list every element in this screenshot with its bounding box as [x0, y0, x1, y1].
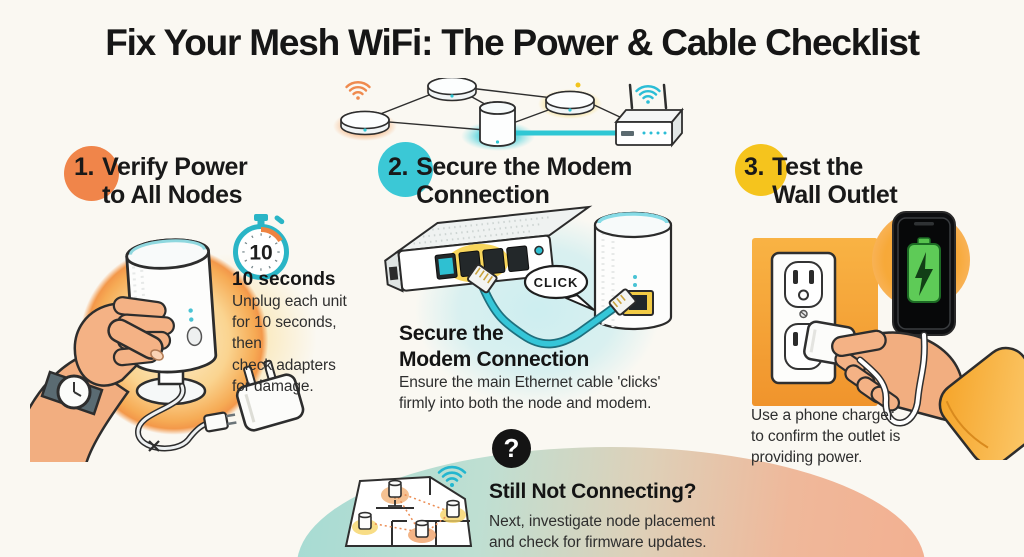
step2-body: Ensure the main Ethernet cable 'clicks' …	[399, 374, 661, 413]
step2-title: Secure the Modem Connection	[416, 153, 632, 210]
lightning-bolt-icon	[915, 252, 933, 296]
rj45-connector	[466, 263, 498, 294]
step2-number: 2.	[388, 153, 409, 181]
hand-holding-node-illustration	[30, 238, 305, 462]
question-mark-icon: ?	[492, 429, 531, 468]
power-adapter-icon	[235, 359, 305, 432]
signal-dot	[575, 82, 581, 88]
step1-number: 1.	[74, 153, 95, 181]
router-icon	[614, 83, 684, 148]
step1-header: 1. Verify Power to All Nodes	[74, 153, 248, 210]
wifi-icon	[437, 465, 467, 487]
ethernet-ports	[434, 245, 530, 280]
stopwatch-value: 10	[249, 242, 272, 265]
step2-caption: Secure the Modem Connection	[399, 322, 590, 372]
battery-icon	[907, 237, 941, 303]
footer-title: Still Not Connecting?	[489, 480, 697, 503]
thumbnail	[150, 349, 164, 361]
mesh-dashed-links	[369, 492, 449, 532]
wall-outlet-illustration	[752, 211, 1024, 460]
footer-body: Next, investigate node placement and che…	[489, 513, 715, 552]
unplug-x-mark	[148, 440, 160, 452]
step1-timer-label: 10 seconds	[232, 269, 336, 290]
thumb	[831, 329, 887, 358]
page-title: Fix Your Mesh WiFi: The Power & Cable Ch…	[105, 22, 920, 63]
mesh-network-diagram	[333, 78, 684, 151]
step1-body: Unplug each unit for 10 seconds, then ch…	[232, 293, 347, 395]
step3-number: 3.	[744, 153, 765, 181]
step3-header: 3. Test the Wall Outlet	[744, 153, 898, 210]
step1-number-circle	[64, 146, 119, 201]
click-speech-bubble: CLICK	[523, 264, 595, 311]
wall-outlet-icon	[770, 251, 837, 385]
modem-icon	[384, 205, 593, 293]
step3-number-circle	[735, 144, 787, 196]
plug-tip	[203, 411, 237, 433]
step3-body: Use a phone charger to confirm the outle…	[751, 407, 901, 467]
click-bubble-text: CLICK	[534, 275, 579, 290]
step2-header: 2. Secure the Modem Connection	[388, 153, 632, 210]
step2-number-circle	[378, 142, 433, 197]
rj45-connector	[608, 288, 637, 316]
floor-plan-nodes	[358, 479, 460, 538]
step1-title: Verify Power to All Nodes	[102, 153, 248, 210]
mesh-node-disc	[427, 78, 477, 102]
charging-phone-icon	[892, 211, 956, 336]
floor-plan-icon	[344, 465, 473, 547]
hand-plugging-charger	[831, 329, 970, 422]
stopwatch-icon: 10	[233, 214, 289, 280]
mesh-node-disc	[545, 90, 595, 116]
mesh-node-disc	[340, 110, 390, 136]
wifi-icon-orange	[345, 81, 371, 102]
step3-title: Test the Wall Outlet	[772, 153, 898, 210]
sleeve	[938, 346, 1024, 460]
mesh-node-cylinder	[479, 101, 516, 147]
modem-connection-illustration: CLICK	[384, 205, 673, 349]
wifi-icon-teal	[635, 85, 661, 106]
